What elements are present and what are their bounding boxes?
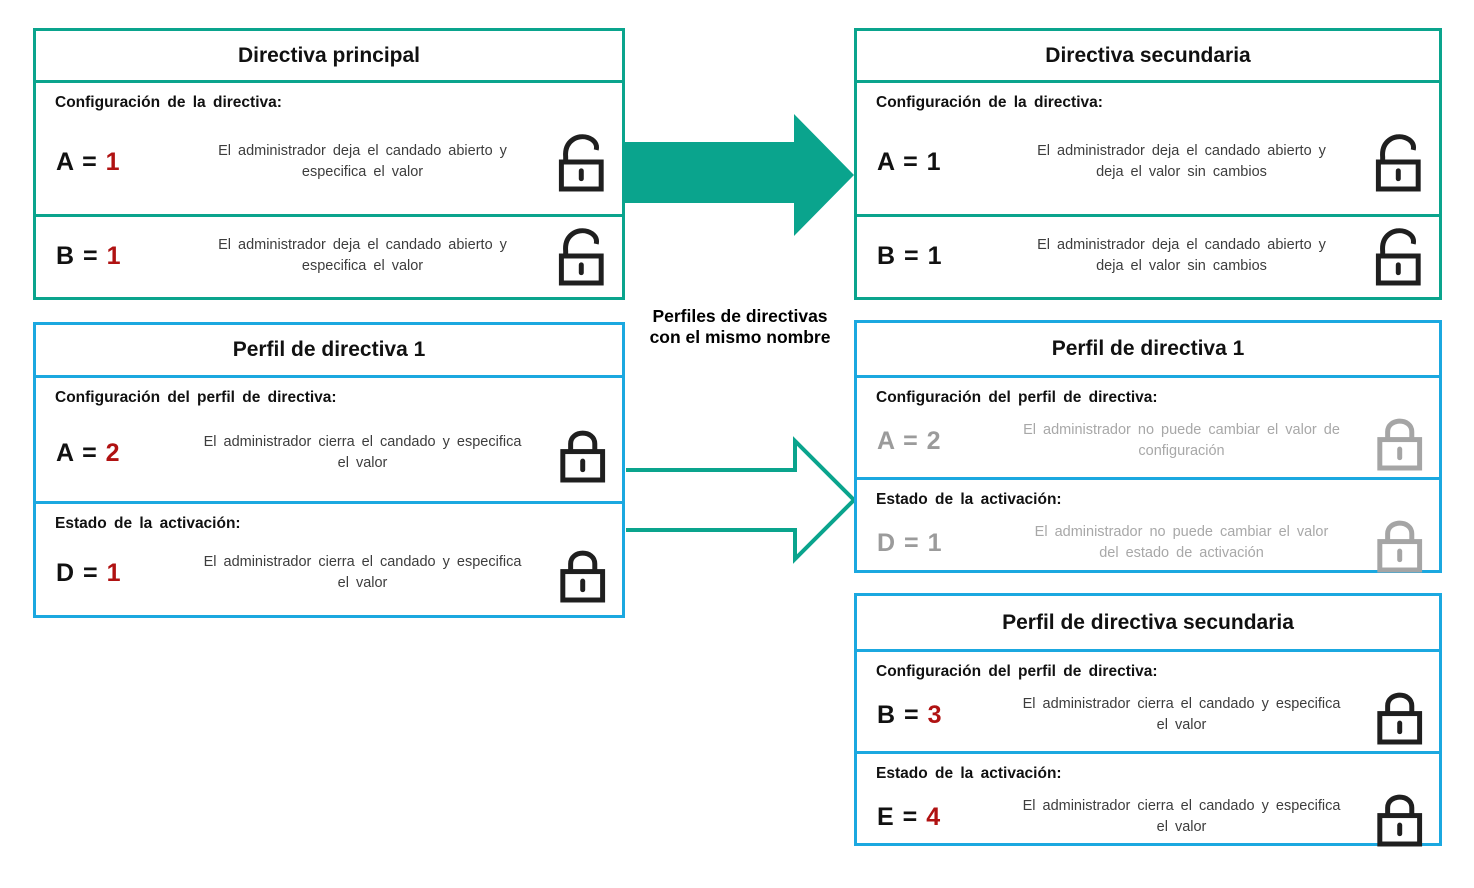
profile-settings-label: Configuración del perfil de directiva: (55, 389, 337, 406)
box-title: Perfil de directiva 1 (857, 323, 1439, 378)
setting-row: A =1 El administrador deja el candado ab… (36, 112, 622, 214)
setting-description: El administrador cierra el candado y esp… (1022, 695, 1341, 733)
setting-row: A =2 El administrador cierra el candado … (36, 407, 622, 501)
setting-description: El administrador no puede cambiar el val… (1034, 523, 1329, 561)
open-lock-icon (555, 130, 609, 194)
setting-row: B =1 El administrador deja el candado ab… (857, 217, 1439, 297)
policy-settings-label: Configuración de la directiva: (876, 94, 1103, 111)
setting-value: A =1 (877, 148, 997, 177)
open-lock-icon (1372, 130, 1426, 194)
activation-status-section: Estado de la activación: D =1 El adminis… (857, 477, 1439, 579)
setting-description: El administrador cierra el candado y esp… (203, 553, 522, 591)
setting-variable: A = (877, 147, 919, 176)
closed-lock-icon (1372, 785, 1426, 849)
policy-setting-section-a: Configuración de la directiva: A =1 El a… (36, 83, 622, 214)
setting-number: 1 (927, 528, 943, 557)
closed-lock-icon (1372, 409, 1426, 473)
setting-number: 1 (106, 241, 122, 270)
activation-status-label: Estado de la activación: (876, 491, 1062, 508)
setting-row: D =1 El administrador no puede cambiar e… (857, 509, 1439, 579)
setting-variable: D = (877, 528, 920, 557)
setting-variable: A = (877, 426, 919, 455)
setting-variable: A = (56, 147, 98, 176)
setting-row: B =1 El administrador deja el candado ab… (36, 217, 622, 297)
box-title: Perfil de directiva secundaria (857, 596, 1439, 652)
setting-number: 3 (927, 700, 943, 729)
secondary-policy-profile-box: Perfil de directiva secundaria Configura… (854, 593, 1442, 846)
setting-number: 1 (926, 147, 942, 176)
activation-status-section: Estado de la activación: E =4 El adminis… (857, 751, 1439, 853)
setting-value: A =2 (56, 439, 176, 468)
box-title: Directiva secundaria (857, 31, 1439, 83)
setting-row: A =2 El administrador no puede cambiar e… (857, 407, 1439, 477)
setting-number: 4 (926, 802, 942, 831)
setting-value: E =4 (877, 803, 997, 832)
setting-value: D =1 (56, 559, 176, 588)
setting-description: El administrador deja el candado abierto… (1037, 142, 1326, 180)
setting-value: A =1 (56, 148, 176, 177)
setting-number: 1 (106, 558, 122, 587)
profile-setting-section: Configuración del perfil de directiva: A… (857, 378, 1439, 477)
closed-lock-icon (1372, 683, 1426, 747)
policy-settings-label: Configuración de la directiva: (55, 94, 282, 111)
setting-row: B =3 El administrador cierra el candado … (857, 681, 1439, 751)
setting-value: D =1 (877, 529, 997, 558)
setting-row: E =4 El administrador cierra el candado … (857, 783, 1439, 853)
closed-lock-icon (555, 541, 609, 605)
profile-setting-section: Configuración del perfil de directiva: B… (857, 652, 1439, 751)
policy-profile1-secondary-box: Perfil de directiva 1 Configuración del … (854, 320, 1442, 573)
profile-setting-section: Configuración del perfil de directiva: A… (36, 378, 622, 501)
setting-number: 1 (105, 147, 121, 176)
inheritance-arrow (625, 114, 854, 236)
setting-number: 2 (926, 426, 942, 455)
activation-status-label: Estado de la activación: (876, 765, 1062, 782)
connector-label: Perfiles de directivas con el mismo nomb… (649, 306, 831, 347)
activation-status-label: Estado de la activación: (55, 515, 241, 532)
closed-lock-icon (555, 421, 609, 485)
setting-value: A =2 (877, 427, 997, 456)
main-policy-box: Directiva principal Configuración de la … (33, 28, 625, 300)
setting-value: B =1 (56, 242, 176, 271)
secondary-policy-box: Directiva secundaria Configuración de la… (854, 28, 1442, 300)
setting-description: El administrador deja el candado abierto… (218, 142, 507, 180)
setting-description: El administrador deja el candado abierto… (1037, 236, 1326, 274)
profiles-arrow (626, 436, 856, 564)
setting-variable: B = (877, 700, 920, 729)
policy-profile1-main-box: Perfil de directiva 1 Configuración del … (33, 322, 625, 618)
setting-variable: D = (56, 558, 99, 587)
box-title: Directiva principal (36, 31, 622, 83)
policy-setting-section-b: B =1 El administrador deja el candado ab… (857, 214, 1439, 297)
setting-description: El administrador cierra el candado y esp… (203, 433, 522, 471)
profile-settings-label: Configuración del perfil de directiva: (876, 663, 1158, 680)
setting-variable: B = (56, 241, 99, 270)
setting-description: El administrador cierra el candado y esp… (1022, 797, 1341, 835)
setting-description: El administrador deja el candado abierto… (218, 236, 507, 274)
setting-description: El administrador no puede cambiar el val… (1023, 421, 1340, 459)
setting-number: 2 (105, 438, 121, 467)
setting-row: A =1 El administrador deja el candado ab… (857, 112, 1439, 214)
setting-variable: B = (877, 241, 920, 270)
policy-setting-section-b: B =1 El administrador deja el candado ab… (36, 214, 622, 297)
open-lock-icon (1372, 224, 1426, 288)
setting-value: B =3 (877, 701, 997, 730)
open-lock-icon (555, 224, 609, 288)
policy-setting-section-a: Configuración de la directiva: A =1 El a… (857, 83, 1439, 214)
setting-number: 1 (927, 241, 943, 270)
setting-variable: E = (877, 802, 919, 831)
setting-value: B =1 (877, 242, 997, 271)
profile-settings-label: Configuración del perfil de directiva: (876, 389, 1158, 406)
activation-status-section: Estado de la activación: D =1 El adminis… (36, 501, 622, 615)
setting-variable: A = (56, 438, 98, 467)
closed-lock-icon (1372, 511, 1426, 575)
box-title: Perfil de directiva 1 (36, 325, 622, 378)
setting-row: D =1 El administrador cierra el candado … (36, 533, 622, 615)
